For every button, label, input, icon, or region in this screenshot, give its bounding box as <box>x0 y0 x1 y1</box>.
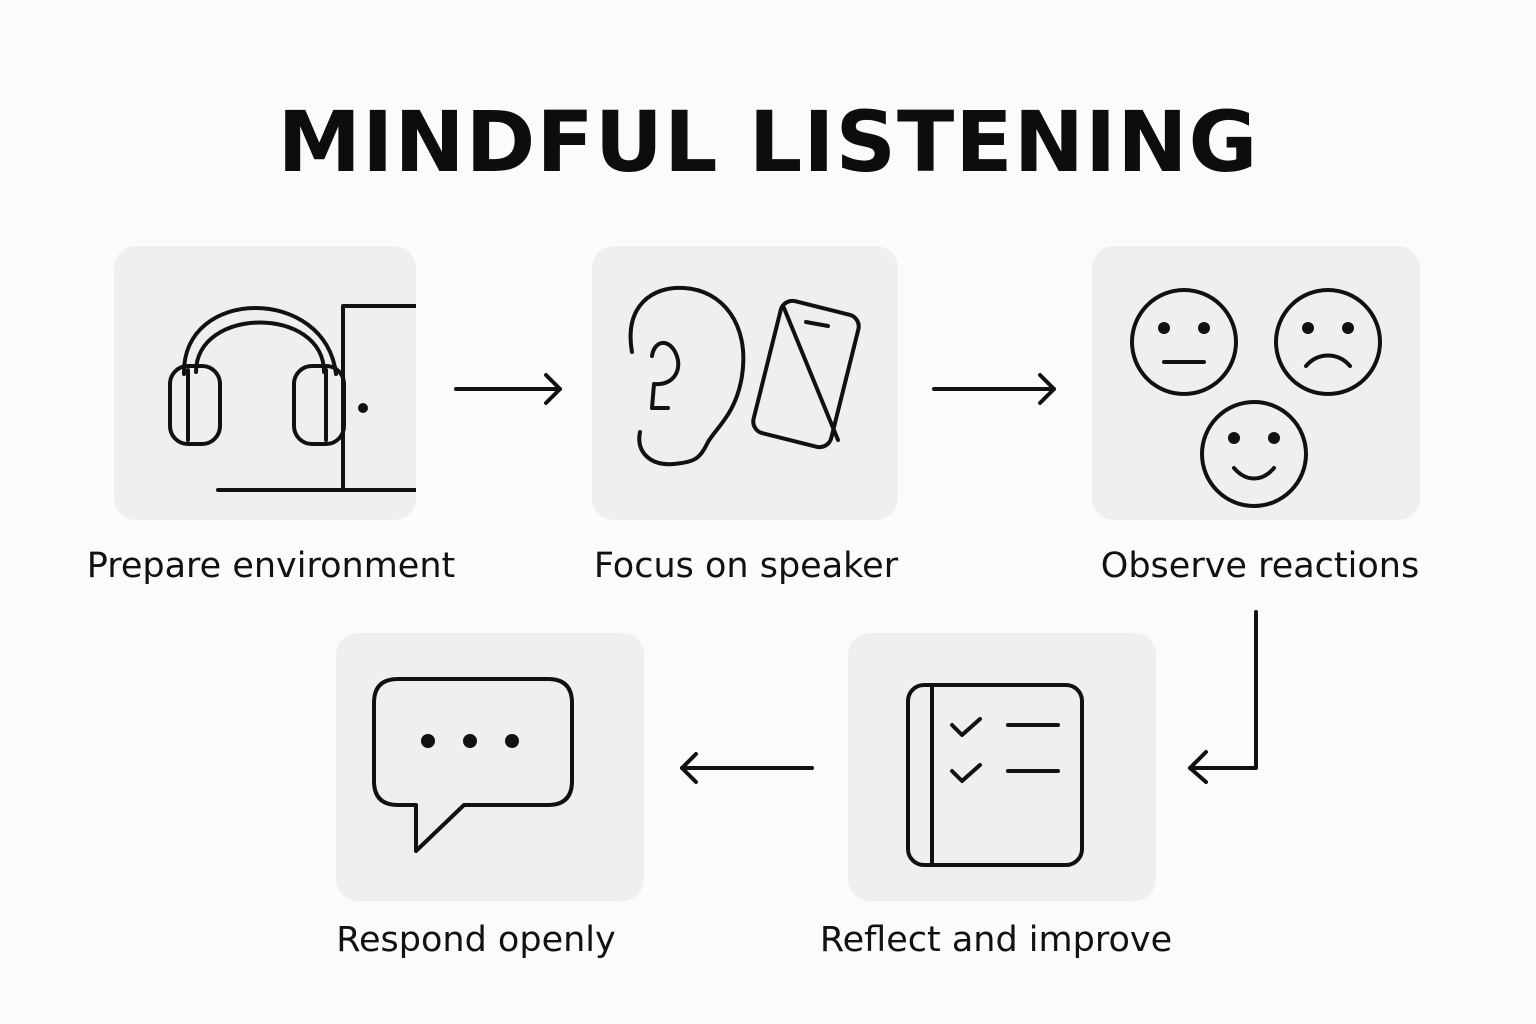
checklist-notebook-icon <box>906 683 1084 867</box>
step-prepare-environment-label: Prepare environment <box>86 546 456 586</box>
step-reflect-and-improve-label: Reflect and improve <box>819 920 1173 960</box>
headphones-door-icon <box>168 304 416 492</box>
arrow-down-left <box>1188 610 1258 784</box>
step-observe-reactions-label: Observe reactions <box>1100 546 1420 586</box>
ear-phone-icon <box>628 285 861 467</box>
step-observe-reactions-tile <box>1092 246 1420 520</box>
step-respond-openly-label: Respond openly <box>336 920 616 960</box>
step-focus-on-speaker-tile <box>592 246 898 520</box>
step-reflect-and-improve-tile <box>848 633 1156 901</box>
arrow-right-1 <box>454 373 562 405</box>
diagram-title: MINDFUL LISTENING <box>277 93 1259 191</box>
step-prepare-environment-tile <box>114 246 416 520</box>
arrow-right-2 <box>932 373 1056 405</box>
speech-bubble-icon <box>372 677 574 853</box>
arrow-left <box>680 752 814 784</box>
step-respond-openly-tile <box>336 633 644 901</box>
faces-icon <box>1130 288 1382 508</box>
step-focus-on-speaker-label: Focus on speaker <box>593 546 899 586</box>
